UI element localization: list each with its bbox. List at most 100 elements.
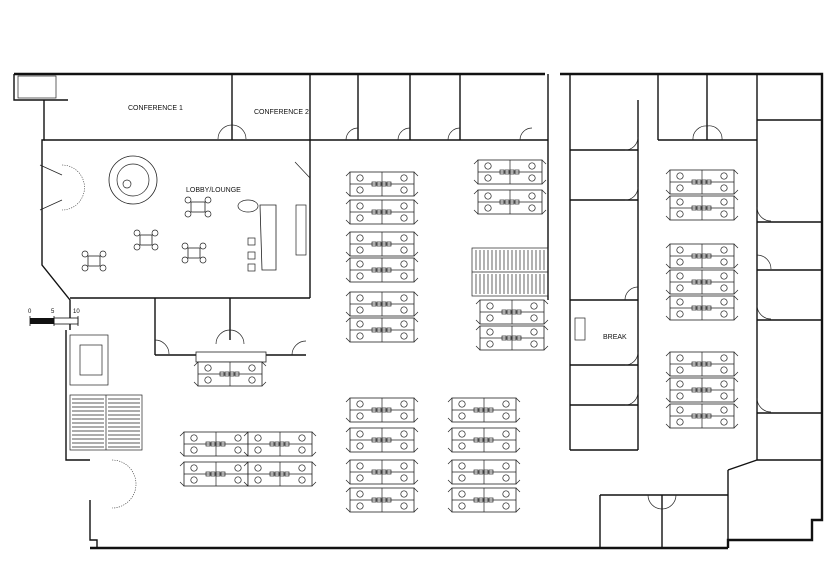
workstation-pod [665, 269, 739, 295]
chair [676, 298, 684, 306]
east-core [569, 74, 822, 548]
chair [400, 234, 408, 242]
workstation-pod [475, 299, 549, 325]
chair [458, 430, 466, 438]
lounge-table [184, 196, 212, 218]
chair [356, 260, 364, 268]
chair [400, 320, 408, 328]
chair [676, 366, 684, 374]
chair [400, 462, 408, 470]
chair [234, 476, 242, 484]
workstation-pod [345, 397, 419, 423]
workstation-pod [665, 295, 739, 321]
chair [458, 412, 466, 420]
workstation-pod [345, 171, 419, 197]
chair [400, 294, 408, 302]
chair [720, 198, 728, 206]
workstation-pod [665, 403, 739, 429]
chair [530, 302, 538, 310]
reception-desk [108, 155, 158, 205]
chair [400, 306, 408, 314]
chair [530, 328, 538, 336]
chair [356, 430, 364, 438]
chair [356, 272, 364, 280]
chair [298, 476, 306, 484]
chair [458, 442, 466, 450]
chair [190, 464, 198, 472]
chair [720, 184, 728, 192]
stair-treads [72, 398, 140, 448]
workstation-pod [243, 461, 317, 487]
chair [234, 434, 242, 442]
chair [458, 502, 466, 510]
workstation-pod [665, 195, 739, 221]
chair [458, 462, 466, 470]
workstation-pod [447, 459, 521, 485]
scale-tick-label: 5 [51, 309, 55, 315]
workstation-pod [447, 397, 521, 423]
chair [356, 412, 364, 420]
room-label-conference2: CONFERENCE 2 [254, 109, 309, 116]
workstation-pod [193, 361, 267, 387]
chair [720, 246, 728, 254]
chair [356, 320, 364, 328]
chair [502, 502, 510, 510]
workstation-pod [345, 459, 419, 485]
chair [720, 406, 728, 414]
chair [676, 272, 684, 280]
room-label-conference1: CONFERENCE 1 [128, 105, 183, 112]
chair [676, 310, 684, 318]
lobby-area [39, 140, 311, 299]
workstation-pod [179, 431, 253, 457]
workstation-pod [345, 199, 419, 225]
chair [676, 284, 684, 292]
chair [356, 462, 364, 470]
workstation-pod [665, 351, 739, 377]
chair [298, 464, 306, 472]
room-label-break: BREAK [603, 334, 627, 341]
chair [676, 406, 684, 414]
chair [530, 314, 538, 322]
chair [676, 258, 684, 266]
chair [676, 198, 684, 206]
chair [502, 400, 510, 408]
chair [486, 302, 494, 310]
chair [400, 430, 408, 438]
workstation-pod [345, 257, 419, 283]
lounge-table [181, 242, 207, 264]
chair [530, 340, 538, 348]
chair [720, 284, 728, 292]
chair [458, 490, 466, 498]
chair [190, 446, 198, 454]
chair [190, 434, 198, 442]
chair [254, 446, 262, 454]
chair [356, 246, 364, 254]
chair [484, 204, 492, 212]
chair [356, 442, 364, 450]
scale-tick-label: 10 [73, 309, 80, 315]
chair [400, 442, 408, 450]
chair [528, 174, 536, 182]
chair [720, 272, 728, 280]
scale-tick-label: 0 [28, 309, 32, 315]
chair [356, 234, 364, 242]
chair [400, 214, 408, 222]
chair [676, 418, 684, 426]
chair [720, 210, 728, 218]
chair [484, 192, 492, 200]
chair [400, 186, 408, 194]
center-stair-treads [475, 250, 545, 294]
workstation-pod [179, 461, 253, 487]
chair [502, 430, 510, 438]
chair [400, 474, 408, 482]
chair [234, 464, 242, 472]
chair [720, 418, 728, 426]
workstation-clusters [179, 159, 739, 513]
chair [502, 442, 510, 450]
lounge-table [81, 250, 107, 272]
chair [400, 246, 408, 254]
chair [400, 412, 408, 420]
chair [676, 354, 684, 362]
chair [720, 258, 728, 266]
chair [400, 202, 408, 210]
